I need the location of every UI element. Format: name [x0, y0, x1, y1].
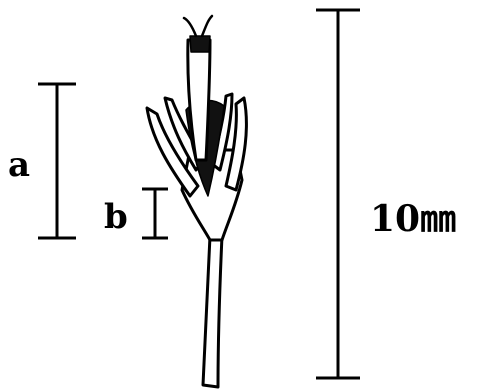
label-b: b — [104, 197, 128, 237]
scale-bar-a — [38, 82, 76, 240]
scale-label-10mm: 10㎜ — [370, 198, 456, 240]
floret-style — [186, 38, 212, 162]
floret-illustration — [145, 14, 248, 389]
scale-bar-10mm — [316, 8, 360, 380]
floret-lobe-left-outer — [145, 106, 200, 198]
floret-stigma-left — [182, 16, 198, 38]
floret-stigma-right — [200, 14, 214, 38]
floret-lobe-right-outer — [224, 96, 248, 192]
floret-stalk — [201, 234, 224, 389]
scale-bar-b — [142, 187, 168, 240]
label-a: a — [8, 145, 30, 185]
floret-style-tip — [189, 35, 211, 53]
floret-cup — [180, 148, 244, 242]
